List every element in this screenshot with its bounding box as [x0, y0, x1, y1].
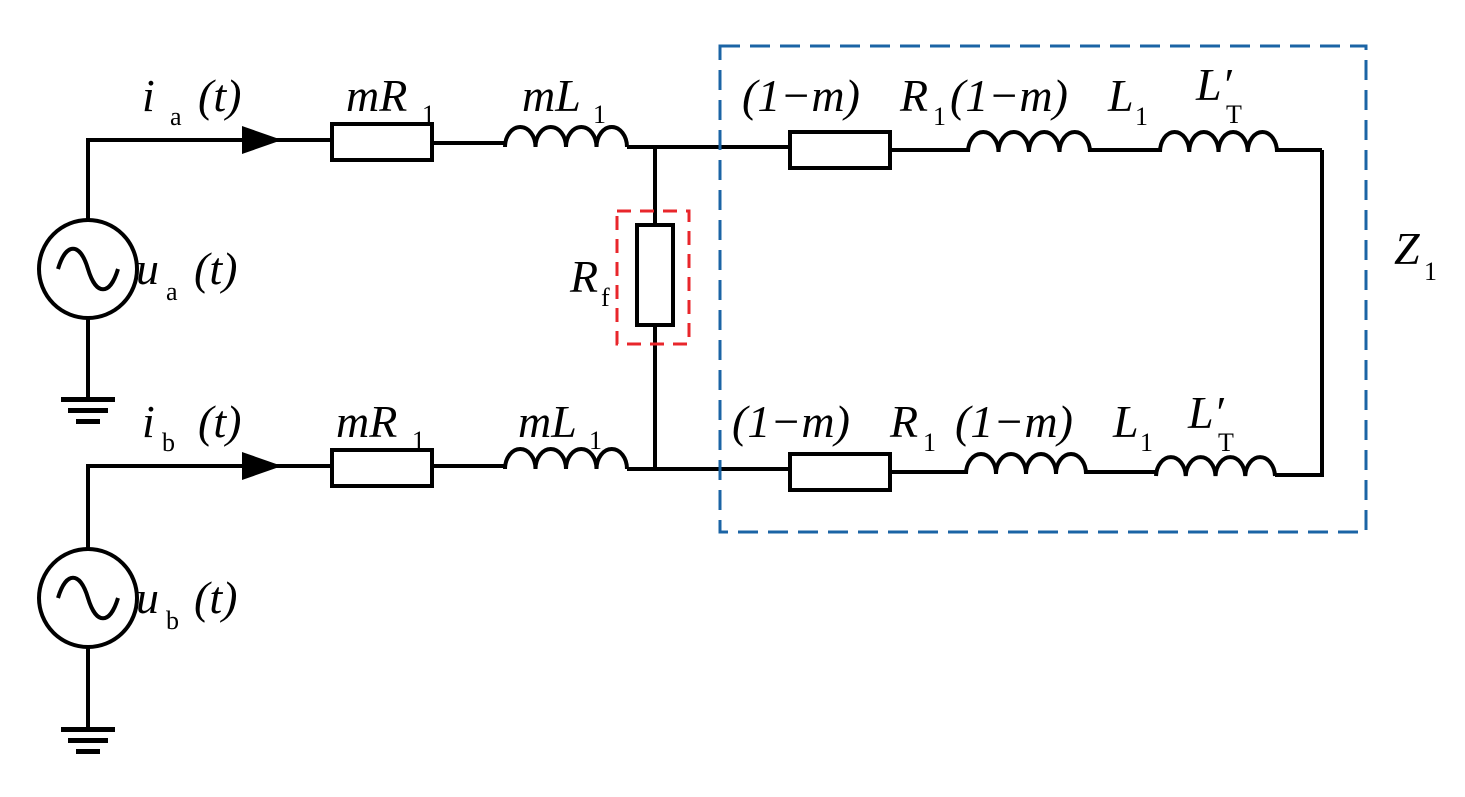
fault-resistance-box	[615, 209, 691, 346]
label-LT-sub-top: T	[1226, 100, 1242, 129]
label-1m-L-top: (1−m)	[950, 70, 1068, 121]
current-sub-a: a	[170, 102, 182, 131]
source-a-top-wire	[86, 138, 332, 220]
label-1m-R-bottom: (1−m)	[732, 396, 850, 447]
current-sub-b: b	[162, 428, 175, 457]
current-arrow-b	[242, 452, 282, 480]
inductor-LT-bottom	[1154, 455, 1277, 477]
ground-icon	[61, 397, 115, 424]
label-mR-sub-bottom: 1	[412, 426, 425, 455]
label-R1-sub-bottom: 1	[923, 428, 936, 457]
voltage-arg-a: (t)	[194, 243, 237, 294]
label-LT-sub-bottom: T	[1218, 428, 1234, 457]
label-mR-top: mR	[346, 70, 407, 121]
resistor-1mR1-bottom	[788, 452, 892, 492]
current-arrow-a	[242, 126, 282, 154]
sine-wave-icon	[56, 576, 120, 621]
label-mR-bottom: mR	[336, 396, 397, 447]
label-R1-top: R	[899, 70, 928, 121]
inductor-1mL1-bottom	[964, 452, 1088, 475]
label-mL-top: mL	[522, 70, 581, 121]
label-Rf-sub: f	[601, 283, 610, 312]
label-R1-bottom: R	[889, 396, 918, 447]
sine-wave-icon	[56, 247, 120, 292]
resistor-Rf	[635, 223, 675, 327]
label-LT-top: L′	[1195, 59, 1233, 110]
ac-source-b	[37, 547, 139, 649]
label-L1-top: L	[1107, 70, 1134, 121]
label-1m-R-top: (1−m)	[742, 70, 860, 121]
right-return-wire	[1275, 150, 1324, 477]
label-Z1-sub: 1	[1424, 257, 1437, 286]
label-mL-sub-bottom: 1	[589, 426, 602, 455]
current-label-b: i	[142, 396, 155, 447]
inductor-mL1-top	[503, 125, 629, 148]
label-LT-bottom: L′	[1187, 387, 1225, 438]
label-mR-sub-top: 1	[422, 100, 435, 129]
inductor-1mL1-top	[966, 130, 1092, 153]
inductor-mL1-bottom	[503, 447, 629, 470]
resistor-mR1-top	[330, 122, 434, 162]
label-mL-sub-top: 1	[593, 100, 606, 129]
label-Z1: Z	[1394, 223, 1420, 274]
label-L1-sub-top: 1	[1135, 102, 1148, 131]
resistor-1mR1-top	[788, 130, 892, 170]
resistor-mR1-bottom	[330, 448, 434, 488]
current-label-a: i	[142, 70, 155, 121]
line-impedance-box	[718, 44, 1368, 534]
current-arg-a: (t)	[198, 70, 241, 121]
source-b-top-wire	[86, 464, 332, 548]
voltage-sub-b: b	[166, 606, 179, 635]
label-R1-sub-top: 1	[933, 102, 946, 131]
label-L1-bottom: L	[1112, 396, 1139, 447]
label-Rf: R	[569, 251, 598, 302]
voltage-arg-b: (t)	[194, 572, 237, 623]
wires	[86, 138, 1324, 728]
voltage-label-b: u	[136, 572, 159, 623]
label-mL-bottom: mL	[518, 396, 577, 447]
ground-icon	[61, 727, 115, 754]
voltage-sub-a: a	[166, 277, 178, 306]
ac-source-a	[37, 218, 139, 320]
current-arg-b: (t)	[198, 396, 241, 447]
label-1m-L-bottom: (1−m)	[955, 396, 1073, 447]
label-L1-sub-bottom: 1	[1140, 428, 1153, 457]
inductor-LT-top	[1158, 130, 1279, 153]
voltage-label-a: u	[136, 243, 159, 294]
